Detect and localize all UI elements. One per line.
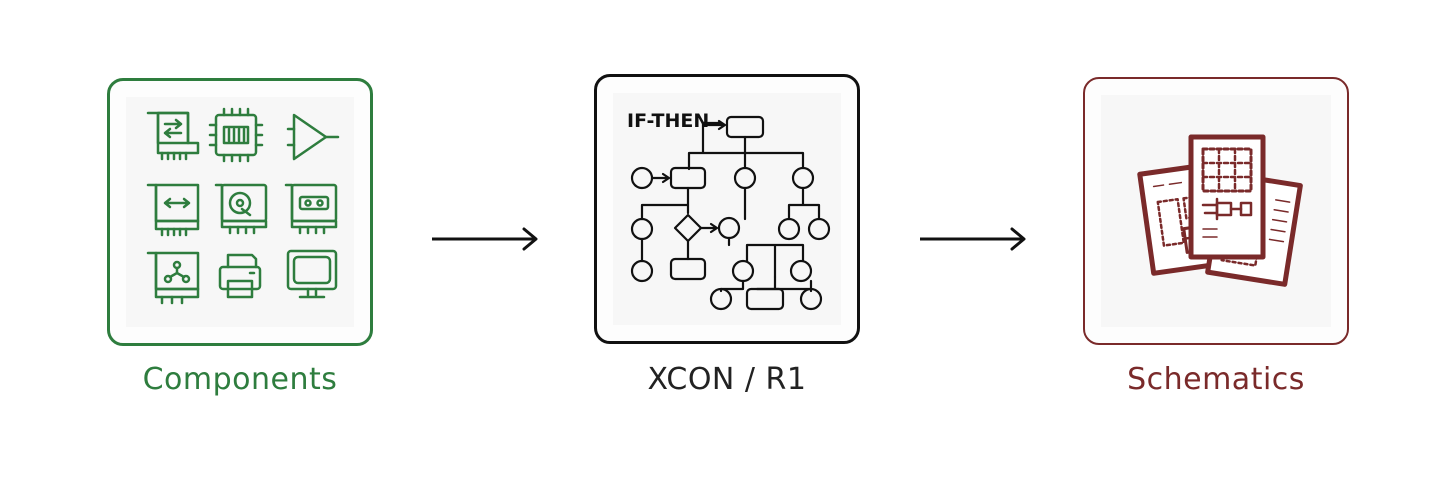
flow-box [669,257,707,281]
flow-node [799,287,823,311]
arrow-right-icon [432,227,538,251]
schematic-sheet-front [1188,134,1266,260]
arrow-right-icon [920,227,1026,251]
disk-drive-icon [214,183,268,235]
expansion-card-icon [146,183,200,237]
if-then-label: IF-THEN [627,110,709,132]
flow-node [630,259,654,283]
schematic-documents-icon [1137,134,1303,287]
flow-node [789,259,813,283]
flow-box [725,115,765,139]
schematics-panel [1083,77,1349,345]
flow-node [630,166,654,190]
flow-node [733,166,757,190]
flow-node [709,287,733,311]
flow-box [669,166,707,190]
caption-xcon: XCON / R1 [647,362,807,397]
flow-box [745,287,785,311]
memory-chip-icon [208,107,264,163]
components-icon-grid [146,107,340,305]
tape-drive-icon [284,183,338,235]
caption-components: Components [142,362,338,397]
flow-node [777,217,801,241]
printer-icon [218,253,262,299]
flow-node [630,217,654,241]
monitor-icon [286,249,338,299]
flow-node [731,259,755,283]
xcon-panel: IF-THEN [594,74,860,344]
components-panel [107,78,373,346]
network-hub-card-icon [146,251,200,305]
flow-node [807,217,831,241]
caption-schematics: Schematics [1127,362,1305,397]
flow-node [791,166,815,190]
flow-node [717,216,741,240]
rule-flowchart: IF-THEN [627,110,831,311]
flow-decision [673,213,703,243]
network-card-icon [146,111,200,161]
amplifier-icon [286,113,340,161]
